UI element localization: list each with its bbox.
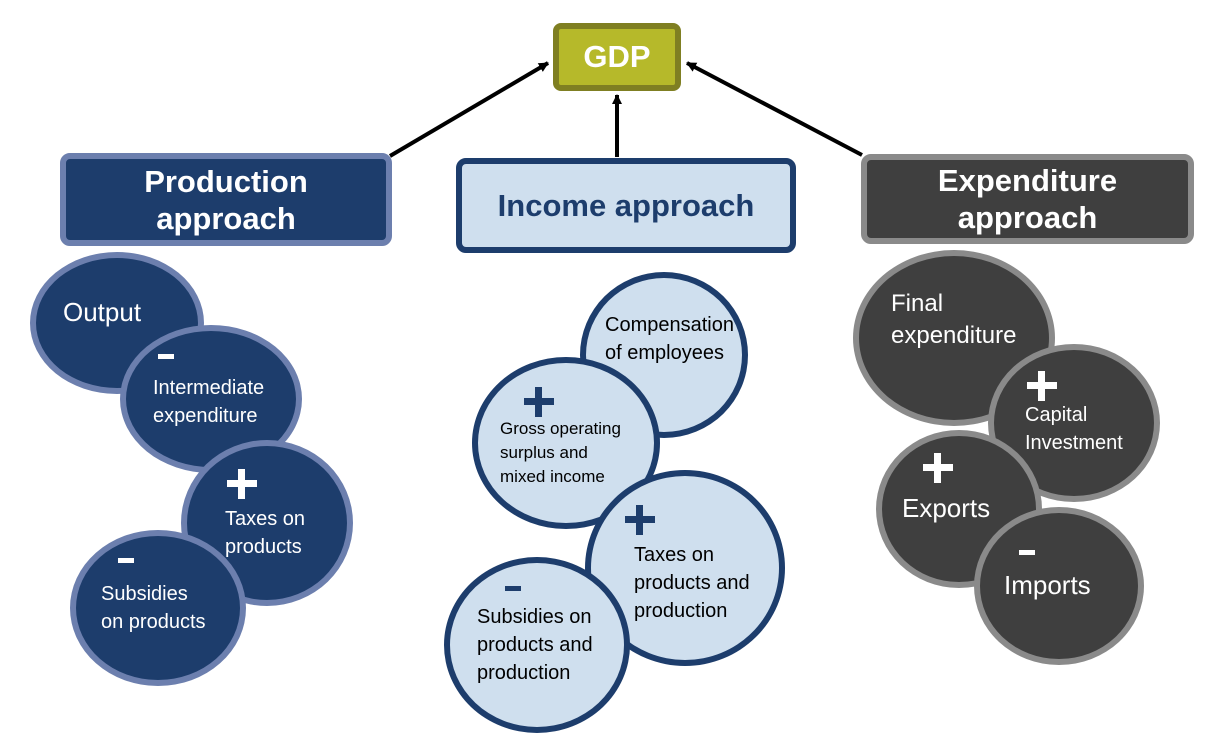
expenditure-title-line1: Expenditure [937,163,1118,198]
minus-sign [1018,542,1036,562]
income-title: Income approach [497,187,755,223]
minus-sign [157,346,175,366]
plus-sign [624,504,656,536]
gross-label-line2: surplus and [500,443,588,462]
subsidies-on-products-and-production-circle [444,557,630,733]
final-expenditure-circle [853,250,1055,426]
income-taxes-label-line2: products and [634,572,750,594]
final-expenditure-label-line2: expenditure [891,322,1017,349]
exports-label: Exports [902,493,991,523]
expenditure-approach-box: Expenditure approach [861,154,1194,244]
final-expenditure-label-line1: Final [891,290,944,317]
income-subsidies-label-line3: production [477,662,571,684]
production-title-line1: Production [144,163,308,199]
intermediate-label-line1: Intermediate [153,377,265,399]
income-taxes-label-line1: Taxes on [634,544,715,566]
subsidies-label-line2: on products [101,611,206,633]
plus-sign [226,468,258,500]
capital-investment-label-line2: Investment [1025,432,1123,454]
plus-sign [922,452,954,484]
output-label: Output [63,297,142,327]
gdp-label: GDP [583,39,651,74]
production-title-line2: approach [156,200,296,236]
plus-sign [1026,370,1058,402]
taxes-label-line1: Taxes on [225,508,306,530]
expenditure-title-line2: approach [957,200,1098,235]
arrow-production-to-gdp [388,61,550,158]
taxes-label-line2: products [225,536,302,558]
arrow-expenditure-to-gdp [686,61,863,157]
imports-label: Imports [1004,570,1091,600]
imports-circle [974,507,1144,665]
income-taxes-label-line3: production [634,600,728,622]
minus-sign [117,550,135,570]
subsidies-label-line1: Subsidies [101,583,188,605]
compensation-label-line2: of employees [605,342,724,364]
gross-label-line1: Gross operating [500,419,621,438]
plus-sign [523,386,555,418]
income-approach-box: Income approach [456,158,796,253]
income-subsidies-label-line1: Subsidies on [477,606,592,628]
compensation-label-line1: Compensation [605,314,734,336]
intermediate-label-line2: expenditure [153,405,258,427]
gdp-box: GDP [553,23,681,91]
minus-sign [504,578,522,598]
gross-label-line3: mixed income [500,467,605,486]
capital-investment-label-line1: Capital [1025,404,1088,426]
income-subsidies-label-line2: products and [477,634,593,656]
gross-operating-surplus-circle [472,357,660,529]
production-approach-box: Production approach [60,153,392,246]
subsidies-on-products-circle [70,530,246,686]
